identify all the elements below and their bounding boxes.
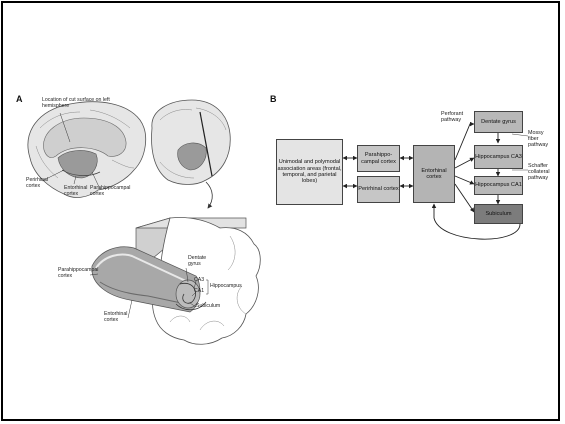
box-hippocampus-ca1: Hippocampus CA1 bbox=[474, 176, 523, 195]
label-hippocampus-a: Hippocampus bbox=[210, 283, 242, 289]
label-parahippocampal-section: Parahippocampal cortex bbox=[58, 267, 99, 279]
panel-a-letter: A bbox=[16, 94, 23, 104]
label-entorhinal-a: Entorhinal cortex bbox=[64, 185, 88, 197]
box-hippocampus-ca3: Hippocampus CA3 bbox=[474, 145, 523, 169]
medial-brain-drawing bbox=[27, 101, 147, 198]
box-parahippocampal-cortex: Parahippo-campal cortex bbox=[357, 145, 400, 172]
box-entorhinal-cortex: Entorhinal cortex bbox=[413, 145, 455, 203]
label-ca1-a: CA1 bbox=[194, 288, 205, 294]
box-dentate-gyrus: Dentate gyrus bbox=[474, 111, 523, 133]
coronal-brain-drawing bbox=[151, 99, 231, 185]
panel-b-letter: B bbox=[270, 94, 277, 104]
label-subiculum-a: Subiculum bbox=[196, 303, 221, 309]
label-parahippocampal-a: Parahippocampal cortex bbox=[90, 185, 131, 197]
label-ca3-a: CA3 bbox=[194, 277, 205, 283]
label-perirhinal-a: Perirhinal cortex bbox=[26, 177, 48, 189]
label-dentate-gyrus-a: Dentate gyrus bbox=[188, 255, 207, 267]
hippocampus-section-drawing bbox=[91, 217, 261, 345]
label-mossy-fiber-pathway: Mossy fiber pathway bbox=[528, 130, 549, 149]
label-entorhinal-section: Entorhinal cortex bbox=[104, 311, 128, 323]
box-association-areas: Unimodal and polymodal association areas… bbox=[276, 139, 343, 205]
label-perforant-pathway: Perforant pathway bbox=[441, 111, 464, 124]
box-subiculum: Subiculum bbox=[474, 204, 523, 224]
label-schaffer-collateral-pathway: Schaffer collateral pathway bbox=[528, 163, 550, 182]
cut-surface-note: Location of cut surface on left hemisphe… bbox=[42, 97, 110, 109]
box-perirhinal-cortex: Perirhinal cortex bbox=[357, 176, 400, 203]
